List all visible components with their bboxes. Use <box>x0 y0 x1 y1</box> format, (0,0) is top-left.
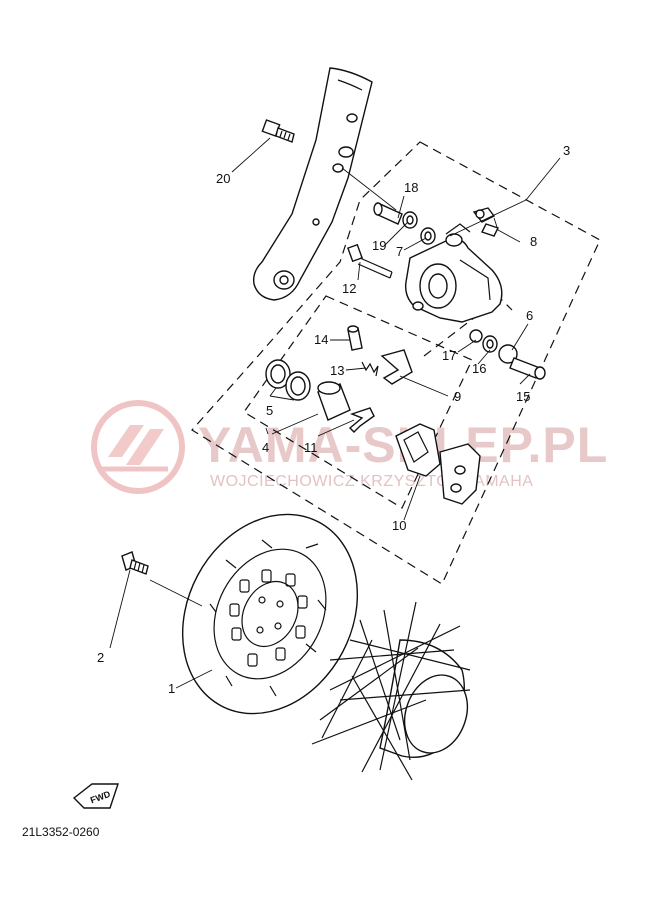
forward-arrow-icon: FWD <box>72 783 119 809</box>
bolt-20 <box>261 119 295 143</box>
callout-17: 17 <box>442 348 456 363</box>
caliper-assembly-outline <box>191 141 601 585</box>
spring-13 <box>361 361 379 377</box>
callout-13: 13 <box>330 363 344 378</box>
callout-1: 1 <box>168 681 175 696</box>
callout-2: 2 <box>97 650 104 665</box>
bolt-2 <box>121 551 149 575</box>
callout-3: 3 <box>563 143 570 158</box>
brake-pads-10 <box>395 423 481 505</box>
pin-14 <box>347 325 363 351</box>
brake-disc-1 <box>181 513 359 715</box>
bolt-12 <box>347 243 393 279</box>
leader-lines <box>109 137 561 689</box>
callout-15: 15 <box>516 389 530 404</box>
bolt-6 <box>469 329 546 380</box>
fork-leg <box>252 67 373 301</box>
callout-10: 10 <box>392 518 406 533</box>
callout-19: 19 <box>372 238 386 253</box>
clip-11 <box>348 407 375 433</box>
callout-6: 6 <box>526 308 533 323</box>
callout-14: 14 <box>314 332 328 347</box>
bleed-valve-8 <box>472 207 499 237</box>
callout-16: 16 <box>472 361 486 376</box>
callout-labels: 1 2 3 4 5 6 7 8 9 10 11 12 13 14 15 16 1… <box>97 143 570 696</box>
callout-4: 4 <box>262 440 269 455</box>
callout-20: 20 <box>216 171 230 186</box>
callout-7: 7 <box>396 244 403 259</box>
part-code: 21L3352-0260 <box>22 825 100 839</box>
callout-5: 5 <box>266 403 273 418</box>
watermark-subtitle: WOJCIECHOWICZ KRZYSZTOF YAMAHA <box>210 473 533 490</box>
callout-9: 9 <box>454 389 461 404</box>
callout-11: 11 <box>304 440 318 455</box>
watermark-logo <box>91 400 185 494</box>
caliper-body <box>404 223 503 323</box>
callout-8: 8 <box>530 234 537 249</box>
seals-5 <box>265 359 311 401</box>
wheel-hub <box>311 601 471 781</box>
piston-4 <box>317 381 351 421</box>
callout-12: 12 <box>342 281 356 296</box>
pad-support-9 <box>380 349 413 385</box>
callout-18: 18 <box>404 180 418 195</box>
